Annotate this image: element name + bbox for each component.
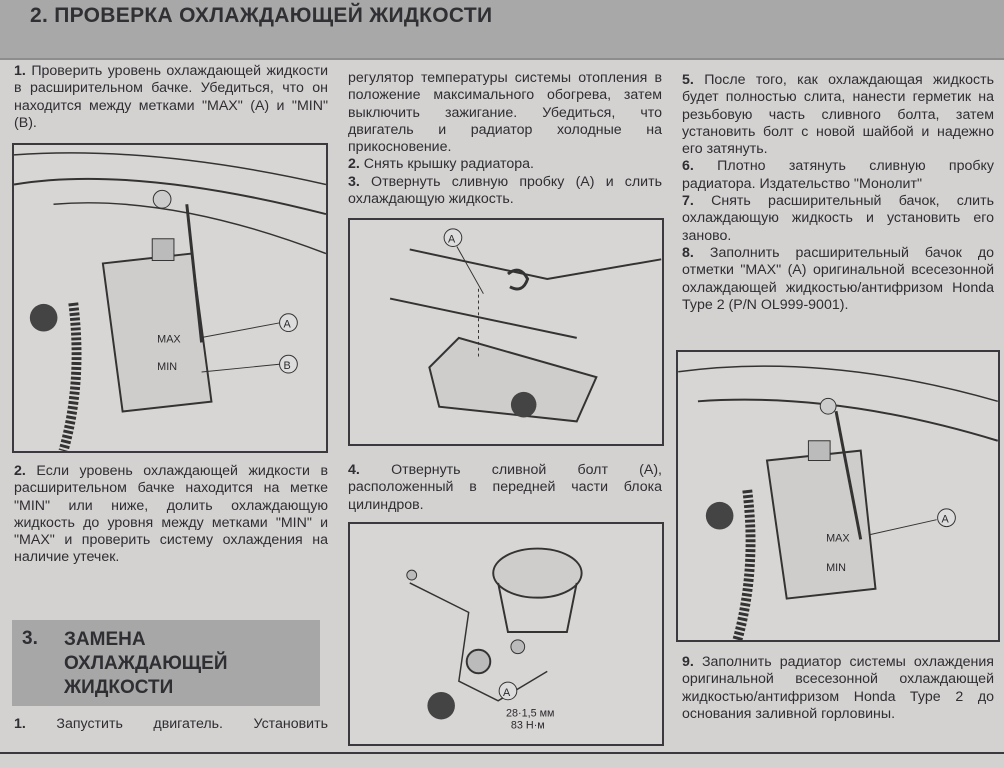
step-text: Если уровень охлаждающей жидкости в расш… [14,463,328,566]
step-text: Заполнить расширительный бачок до отметк… [682,244,994,313]
step-number: 1. [14,716,26,732]
step-text: Запустить двигатель. Установить [56,716,328,732]
step-number: 5. [682,72,694,88]
step-text: Отвернуть сливной болт (A), расположенны… [348,462,663,513]
min-mark: MIN [826,562,846,574]
step-number: 2. [348,156,360,173]
section-title: 2. ПРОВЕРКА ОХЛАЖДАЮЩЕЙ ЖИДКОСТИ [30,4,493,27]
step-number: 8. [682,244,694,261]
watermark-logo-icon [427,691,455,720]
figure-radiator-drain: A [348,218,664,446]
step-text: регулятор температуры системы отопления … [348,70,662,156]
callout-b: B [284,360,291,372]
step-number: 9. [682,654,694,670]
section-number: 3. [22,628,38,649]
step-4: 4. Отвернуть сливной болт (A), расположе… [348,462,662,514]
step-9: 9. Заполнить радиатор системы охлаждения… [682,654,994,723]
callout-a: A [503,687,511,699]
section-title: ЗАМЕНА ОХЛАЖДАЮЩЕЙ ЖИДКОСТИ [64,629,228,698]
step-7: 7. Снять расширительный бачок, слить охл… [682,193,994,245]
step-text: Снять крышку радиатора. [363,156,534,173]
step-1-continued: регулятор температуры системы отопления … [348,70,662,156]
section-3-header: 3. ЗАМЕНА ОХЛАЖДАЮЩЕЙ ЖИДКОСТИ [12,620,320,706]
bolt-thread-spec: 28·1,5 мм [506,708,554,720]
col2-steps: регулятор температуры системы отопления … [348,70,662,208]
bolt-torque-spec: 83 Н·м [511,719,545,731]
step-number: 1. [14,63,26,79]
watermark-logo-icon [510,391,537,418]
step-text: Заполнить радиатор системы охлаждения ор… [682,654,994,722]
step-8: 8. Заполнить расширительный бачок до отм… [682,245,994,314]
figure-expansion-tank-fill: MAX MIN A [676,350,1000,642]
step-number: 7. [682,193,694,210]
figure-block-drain-bolt: A 28·1,5 мм 83 Н·м [348,522,664,746]
figure-expansion-tank: MAX MIN A B [12,143,328,453]
max-mark: MAX [157,333,181,345]
step-3: 3. Отвернуть сливную пробку (A) и слить … [348,174,662,209]
callout-a: A [448,234,456,246]
step-1-start-engine: 1. Запустить двигатель. Установить [14,716,328,733]
step-text: Проверить уровень охлаждающей жидкости в… [14,63,328,131]
step-number: 2. [14,463,26,479]
step-number: 4. [348,462,360,478]
watermark-logo-icon [705,501,734,530]
step-5: 5. После того, как охлаждающая жидкость … [682,72,994,158]
step-text: Плотно затянуть сливную пробку радиатора… [682,158,994,192]
col3-steps: 5. После того, как охлаждающая жидкость … [682,72,994,314]
min-mark: MIN [157,361,177,373]
watermark-logo-icon [29,303,58,332]
step-number: 3. [348,173,360,190]
step-2-top-up: 2. Если уровень охлаждающей жидкости в р… [14,463,328,567]
step-2: 2. Снять крышку радиатора. [348,156,662,173]
page-bottom-rule [0,752,1004,754]
callout-a: A [284,319,292,331]
step-text: После того, как охлаждающая жидкость буд… [682,72,994,158]
step-6: 6. Плотно затянуть сливную пробку радиат… [682,158,994,193]
callout-a: A [942,514,950,526]
step-text: Снять расширительный бачок, слить охлажд… [682,193,994,244]
section-header: 2. ПРОВЕРКА ОХЛАЖДАЮЩЕЙ ЖИДКОСТИ [0,0,1004,60]
step-1-check-level: 1. Проверить уровень охлаждающей жидкост… [14,63,328,132]
max-mark: MAX [826,532,849,544]
step-number: 6. [682,158,694,175]
step-text: Отвернуть сливную пробку (A) и слить охл… [348,173,662,208]
